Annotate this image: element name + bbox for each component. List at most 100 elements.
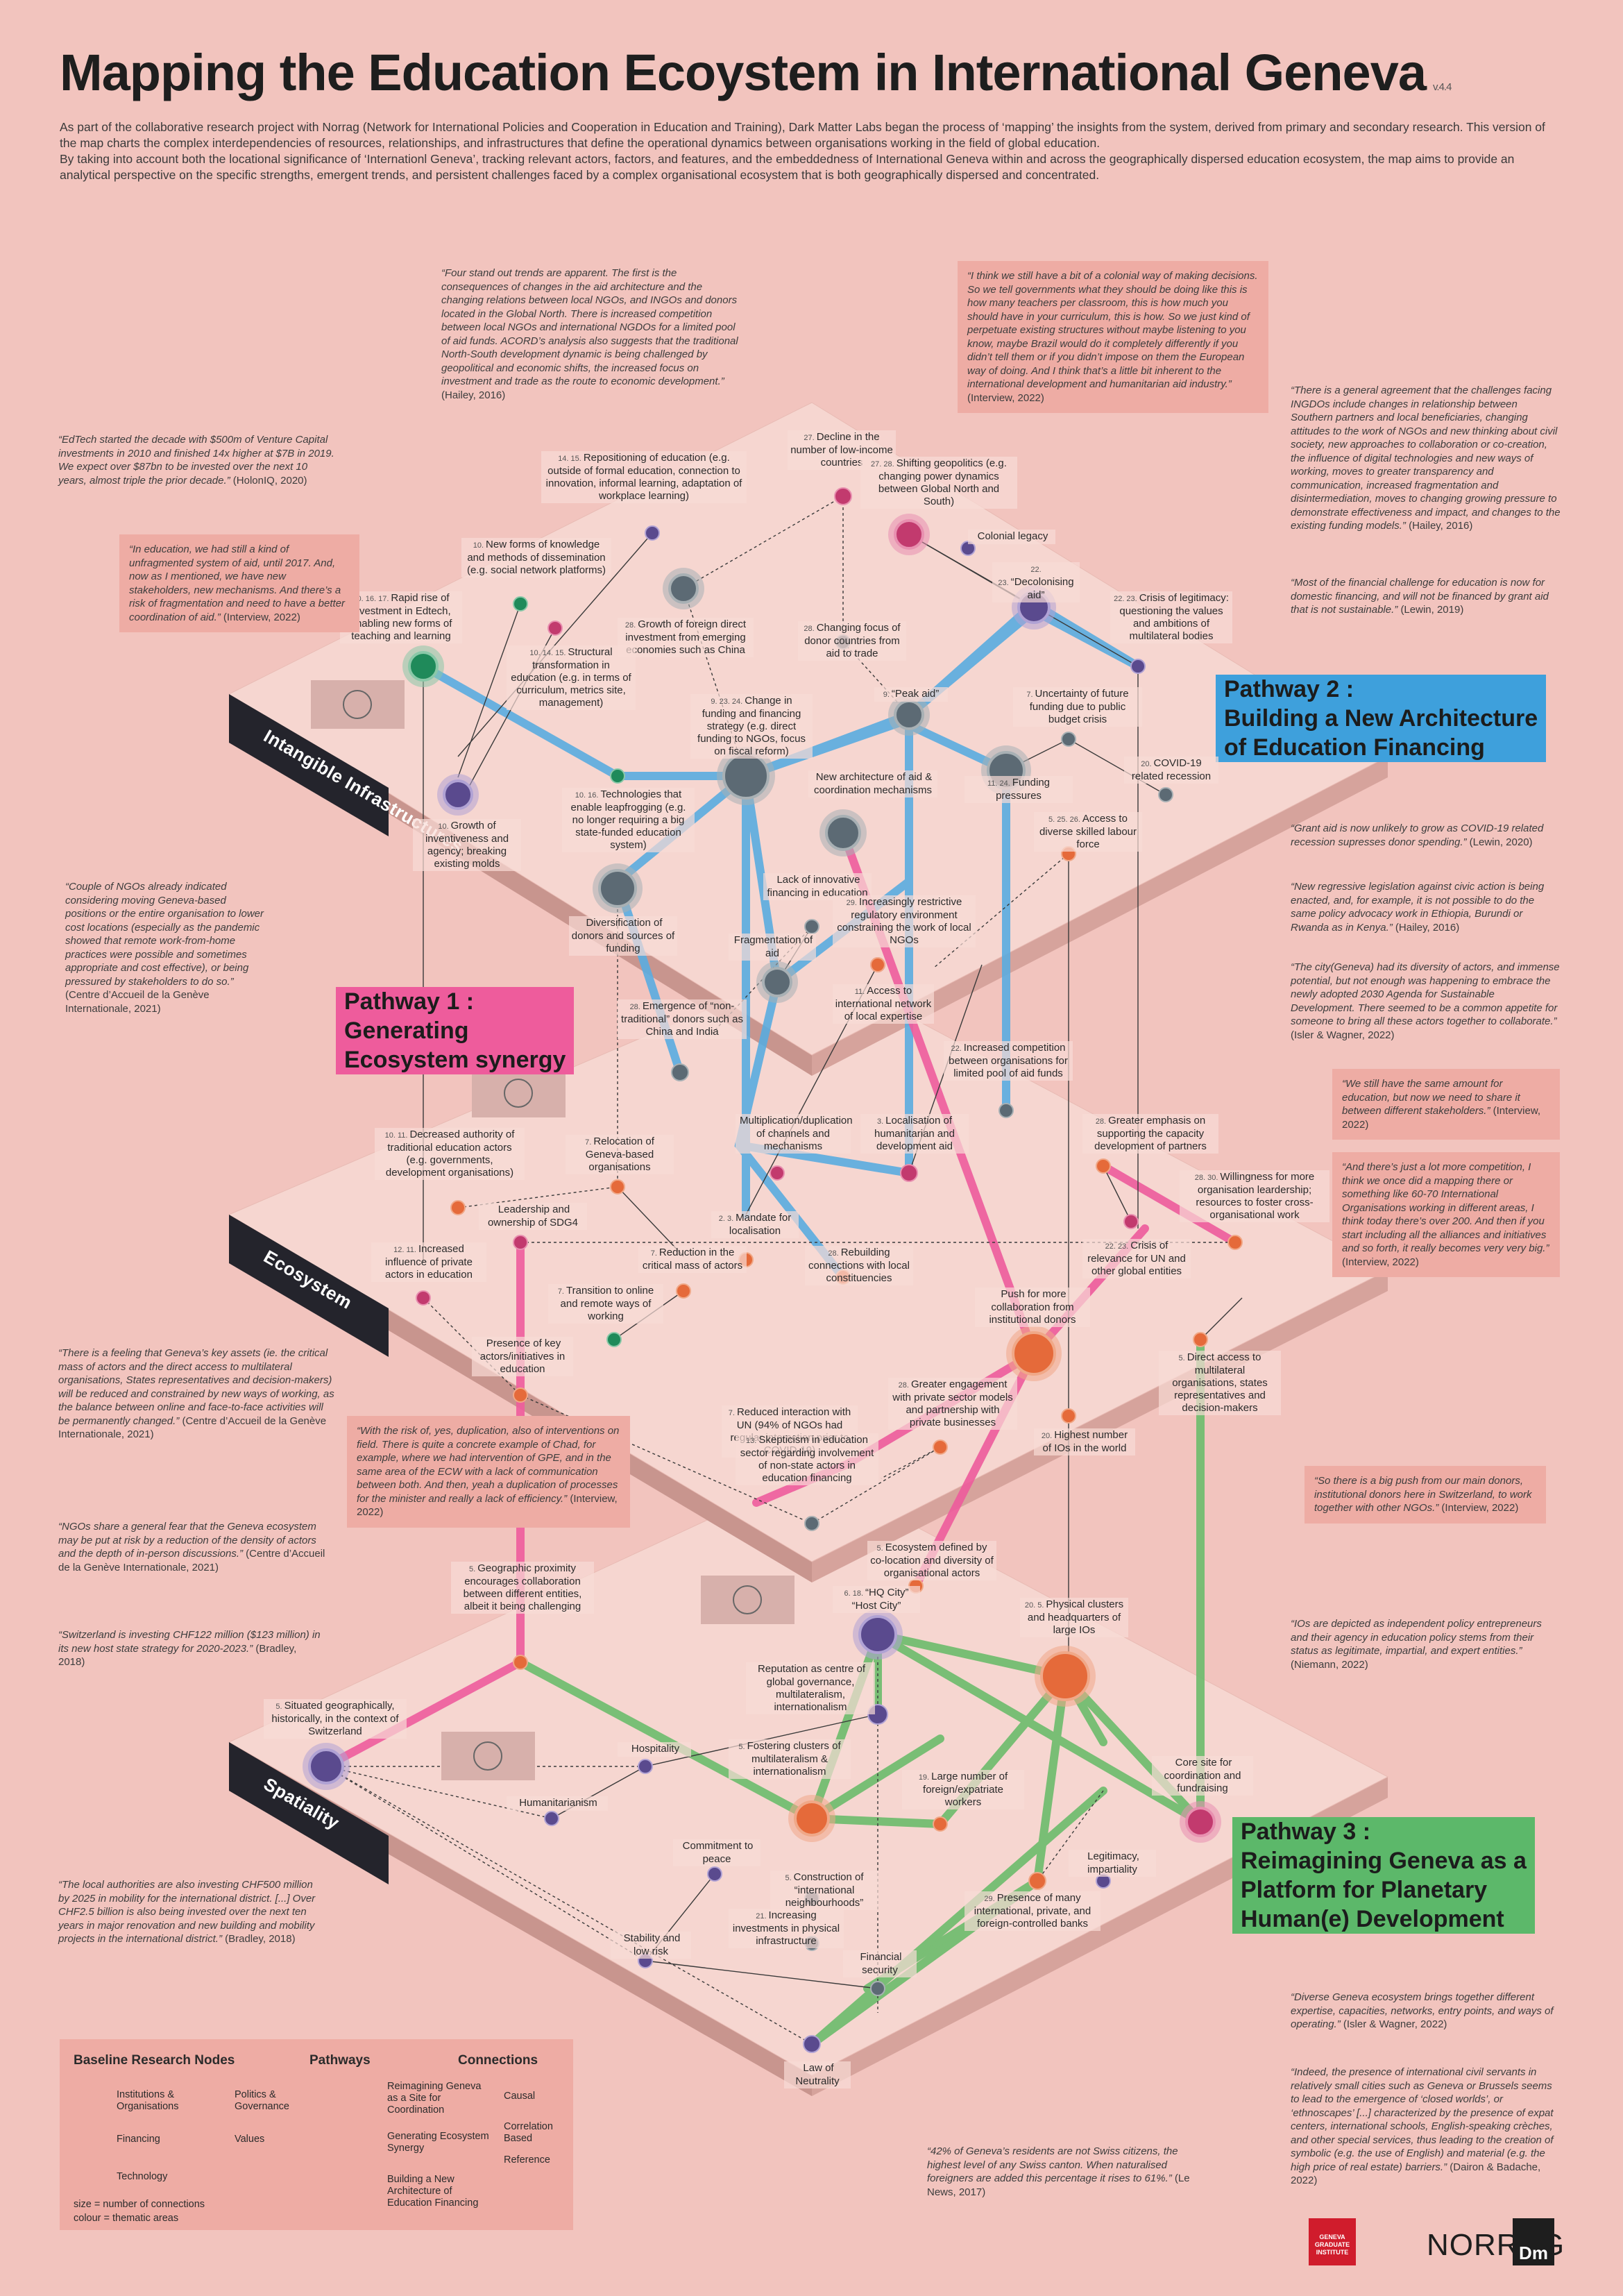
node-label-n48: 5.Ecosystem defined by co-location and d…	[867, 1541, 996, 1580]
quote-ngos-moving: “Couple of NGOs already indicated consid…	[65, 881, 264, 1015]
node-n59[interactable]	[707, 1866, 722, 1882]
node-text-n25: Emergence of “non-traditional” donors su…	[621, 1000, 743, 1038]
node-label-n33: 28. 30.Willingness for more organisation…	[1180, 1170, 1329, 1222]
node-ref-n1: 27.	[804, 434, 815, 442]
node-label-n51: 20. 5.Physical clusters and headquarters…	[1020, 1598, 1128, 1637]
node-n26[interactable]	[870, 957, 885, 972]
node-n15[interactable]	[825, 815, 861, 851]
node-n33[interactable]	[1227, 1235, 1243, 1250]
node-n13[interactable]	[1061, 732, 1076, 747]
node-label-n24: 29.Increasingly restrictive regulatory e…	[833, 895, 976, 947]
node-label-n41: Push for more collaboration from institu…	[975, 1288, 1090, 1327]
node-text-n35: Increased influence of private actors in…	[385, 1243, 473, 1281]
node-n35[interactable]	[416, 1290, 431, 1306]
node-n17[interactable]	[1158, 787, 1173, 802]
node-label-n57: Humanitarianism	[507, 1796, 608, 1811]
node-n1[interactable]	[834, 487, 852, 505]
node-n47[interactable]	[1061, 1408, 1076, 1424]
layer-bar-ecosystem	[229, 1215, 389, 1357]
node-n65[interactable]	[870, 1981, 885, 1996]
node-text-n31: Localisation of humanitarian and develop…	[874, 1115, 955, 1152]
node-n46[interactable]	[804, 1516, 819, 1531]
node-n18[interactable]	[610, 768, 625, 784]
node-n19[interactable]	[443, 779, 473, 810]
pen-box-spatiality-2	[441, 1732, 535, 1780]
node-label-n66: Law of Neutrality	[784, 2061, 851, 2088]
node-n55[interactable]	[794, 1800, 830, 1837]
node-n44[interactable]	[933, 1440, 948, 1455]
node-text-n42: Presence of key actors/initiatives in ed…	[479, 1337, 566, 1375]
node-n66[interactable]	[803, 2035, 821, 2053]
node-ref-n6: 22. 23.	[998, 566, 1042, 587]
node-ref-n26: 11.	[854, 988, 865, 996]
node-text-n33: Willingness for more organisation learde…	[1196, 1171, 1315, 1221]
node-n9[interactable]	[668, 573, 699, 604]
node-n4[interactable]	[513, 596, 528, 611]
node-label-n20: 5. 25. 26.Access to diverse skilled labo…	[1034, 812, 1142, 852]
node-n49[interactable]	[513, 1655, 528, 1670]
node-n62[interactable]	[1028, 1872, 1046, 1890]
legend-pathways-title: Pathways	[309, 2053, 371, 2068]
node-ref-n47: 20.	[1041, 1432, 1053, 1440]
node-label-n11: 10. 14. 15.Structural transformation in …	[507, 645, 636, 710]
node-n27[interactable]	[999, 1103, 1014, 1118]
node-n21[interactable]	[804, 919, 819, 934]
node-n56[interactable]	[1185, 1807, 1216, 1837]
node-text-n47: Highest number of IOs in the world	[1042, 1429, 1128, 1454]
node-ref-n18: 10. 16.	[575, 791, 599, 800]
node-n58[interactable]	[933, 1816, 948, 1832]
node-n53[interactable]	[308, 1748, 344, 1784]
node-label-n26: 11.Access to international network of lo…	[833, 984, 934, 1024]
node-n51[interactable]	[1040, 1651, 1090, 1701]
node-ref-n12: 9.	[883, 691, 890, 699]
quote-same-amount: “We still have the same amount for educa…	[1332, 1069, 1560, 1140]
node-n32[interactable]	[1096, 1158, 1111, 1174]
node-n39[interactable]	[1123, 1214, 1139, 1229]
node-text-n29: Relocation of Geneva-based organisations	[585, 1136, 654, 1173]
node-ref-n50: 6. 18.	[844, 1589, 864, 1598]
node-label-n18: 10. 16.Technologies that enable leapfrog…	[562, 788, 695, 852]
node-n37[interactable]	[676, 1283, 691, 1299]
node-n7[interactable]	[1130, 659, 1146, 674]
node-n22[interactable]	[598, 869, 637, 908]
node-text-n8: Rapid rise of investment in Edtech, enab…	[350, 592, 452, 642]
node-n11[interactable]	[547, 621, 563, 636]
node-text-n5: Colonial legacy	[977, 530, 1048, 542]
node-n12[interactable]	[894, 700, 924, 730]
node-n57[interactable]	[544, 1811, 559, 1826]
node-label-n29: 7.Relocation of Geneva-based organisatio…	[566, 1135, 674, 1174]
quote-geneva-assets: “There is a feeling that Geneva’s key as…	[58, 1347, 334, 1440]
node-n14[interactable]	[722, 752, 770, 800]
node-n28[interactable]	[450, 1200, 466, 1215]
node-n23[interactable]	[762, 967, 792, 997]
pen-icon-spatiality-2	[473, 1741, 502, 1771]
node-label-n16: 11. 24.Funding pressures	[965, 776, 1073, 803]
node-text-n38: Rebuilding connections with local consti…	[808, 1247, 910, 1284]
legend-causal-label: Causal	[504, 2091, 536, 2102]
intro-paragraph-1: As part of the collaborative research pr…	[60, 120, 1545, 150]
quote-lewin-2019: “Most of the financial challenge for edu…	[1291, 577, 1549, 616]
node-label-n55: 5.Fostering clusters of multilateralism …	[729, 1739, 851, 1779]
node-n2[interactable]	[894, 519, 924, 550]
node-n50[interactable]	[858, 1615, 897, 1654]
node-n42[interactable]	[513, 1387, 528, 1403]
node-n54[interactable]	[638, 1759, 653, 1774]
node-n25[interactable]	[671, 1063, 689, 1081]
node-n30[interactable]	[770, 1165, 785, 1181]
pen-box-ecosystem	[472, 1069, 566, 1117]
node-n40[interactable]	[606, 1332, 622, 1347]
node-n45[interactable]	[1193, 1332, 1208, 1347]
node-n29[interactable]	[610, 1179, 625, 1195]
node-text-n2: Shifting geopolitics (e.g. changing powe…	[878, 457, 1007, 507]
node-n34[interactable]	[513, 1235, 528, 1250]
node-n41[interactable]	[1012, 1331, 1056, 1376]
node-label-n42: Presence of key actors/initiatives in ed…	[472, 1337, 573, 1376]
node-ref-n4: 10.	[473, 541, 484, 550]
node-text-n58: Large number of foreign/expatriate worke…	[923, 1771, 1008, 1808]
node-text-n22: Diversification of donors and sources of…	[571, 917, 675, 954]
node-n31[interactable]	[900, 1164, 918, 1182]
node-n8[interactable]	[408, 651, 439, 682]
node-n3[interactable]	[645, 525, 660, 541]
node-ref-n58: 19.	[918, 1773, 930, 1782]
